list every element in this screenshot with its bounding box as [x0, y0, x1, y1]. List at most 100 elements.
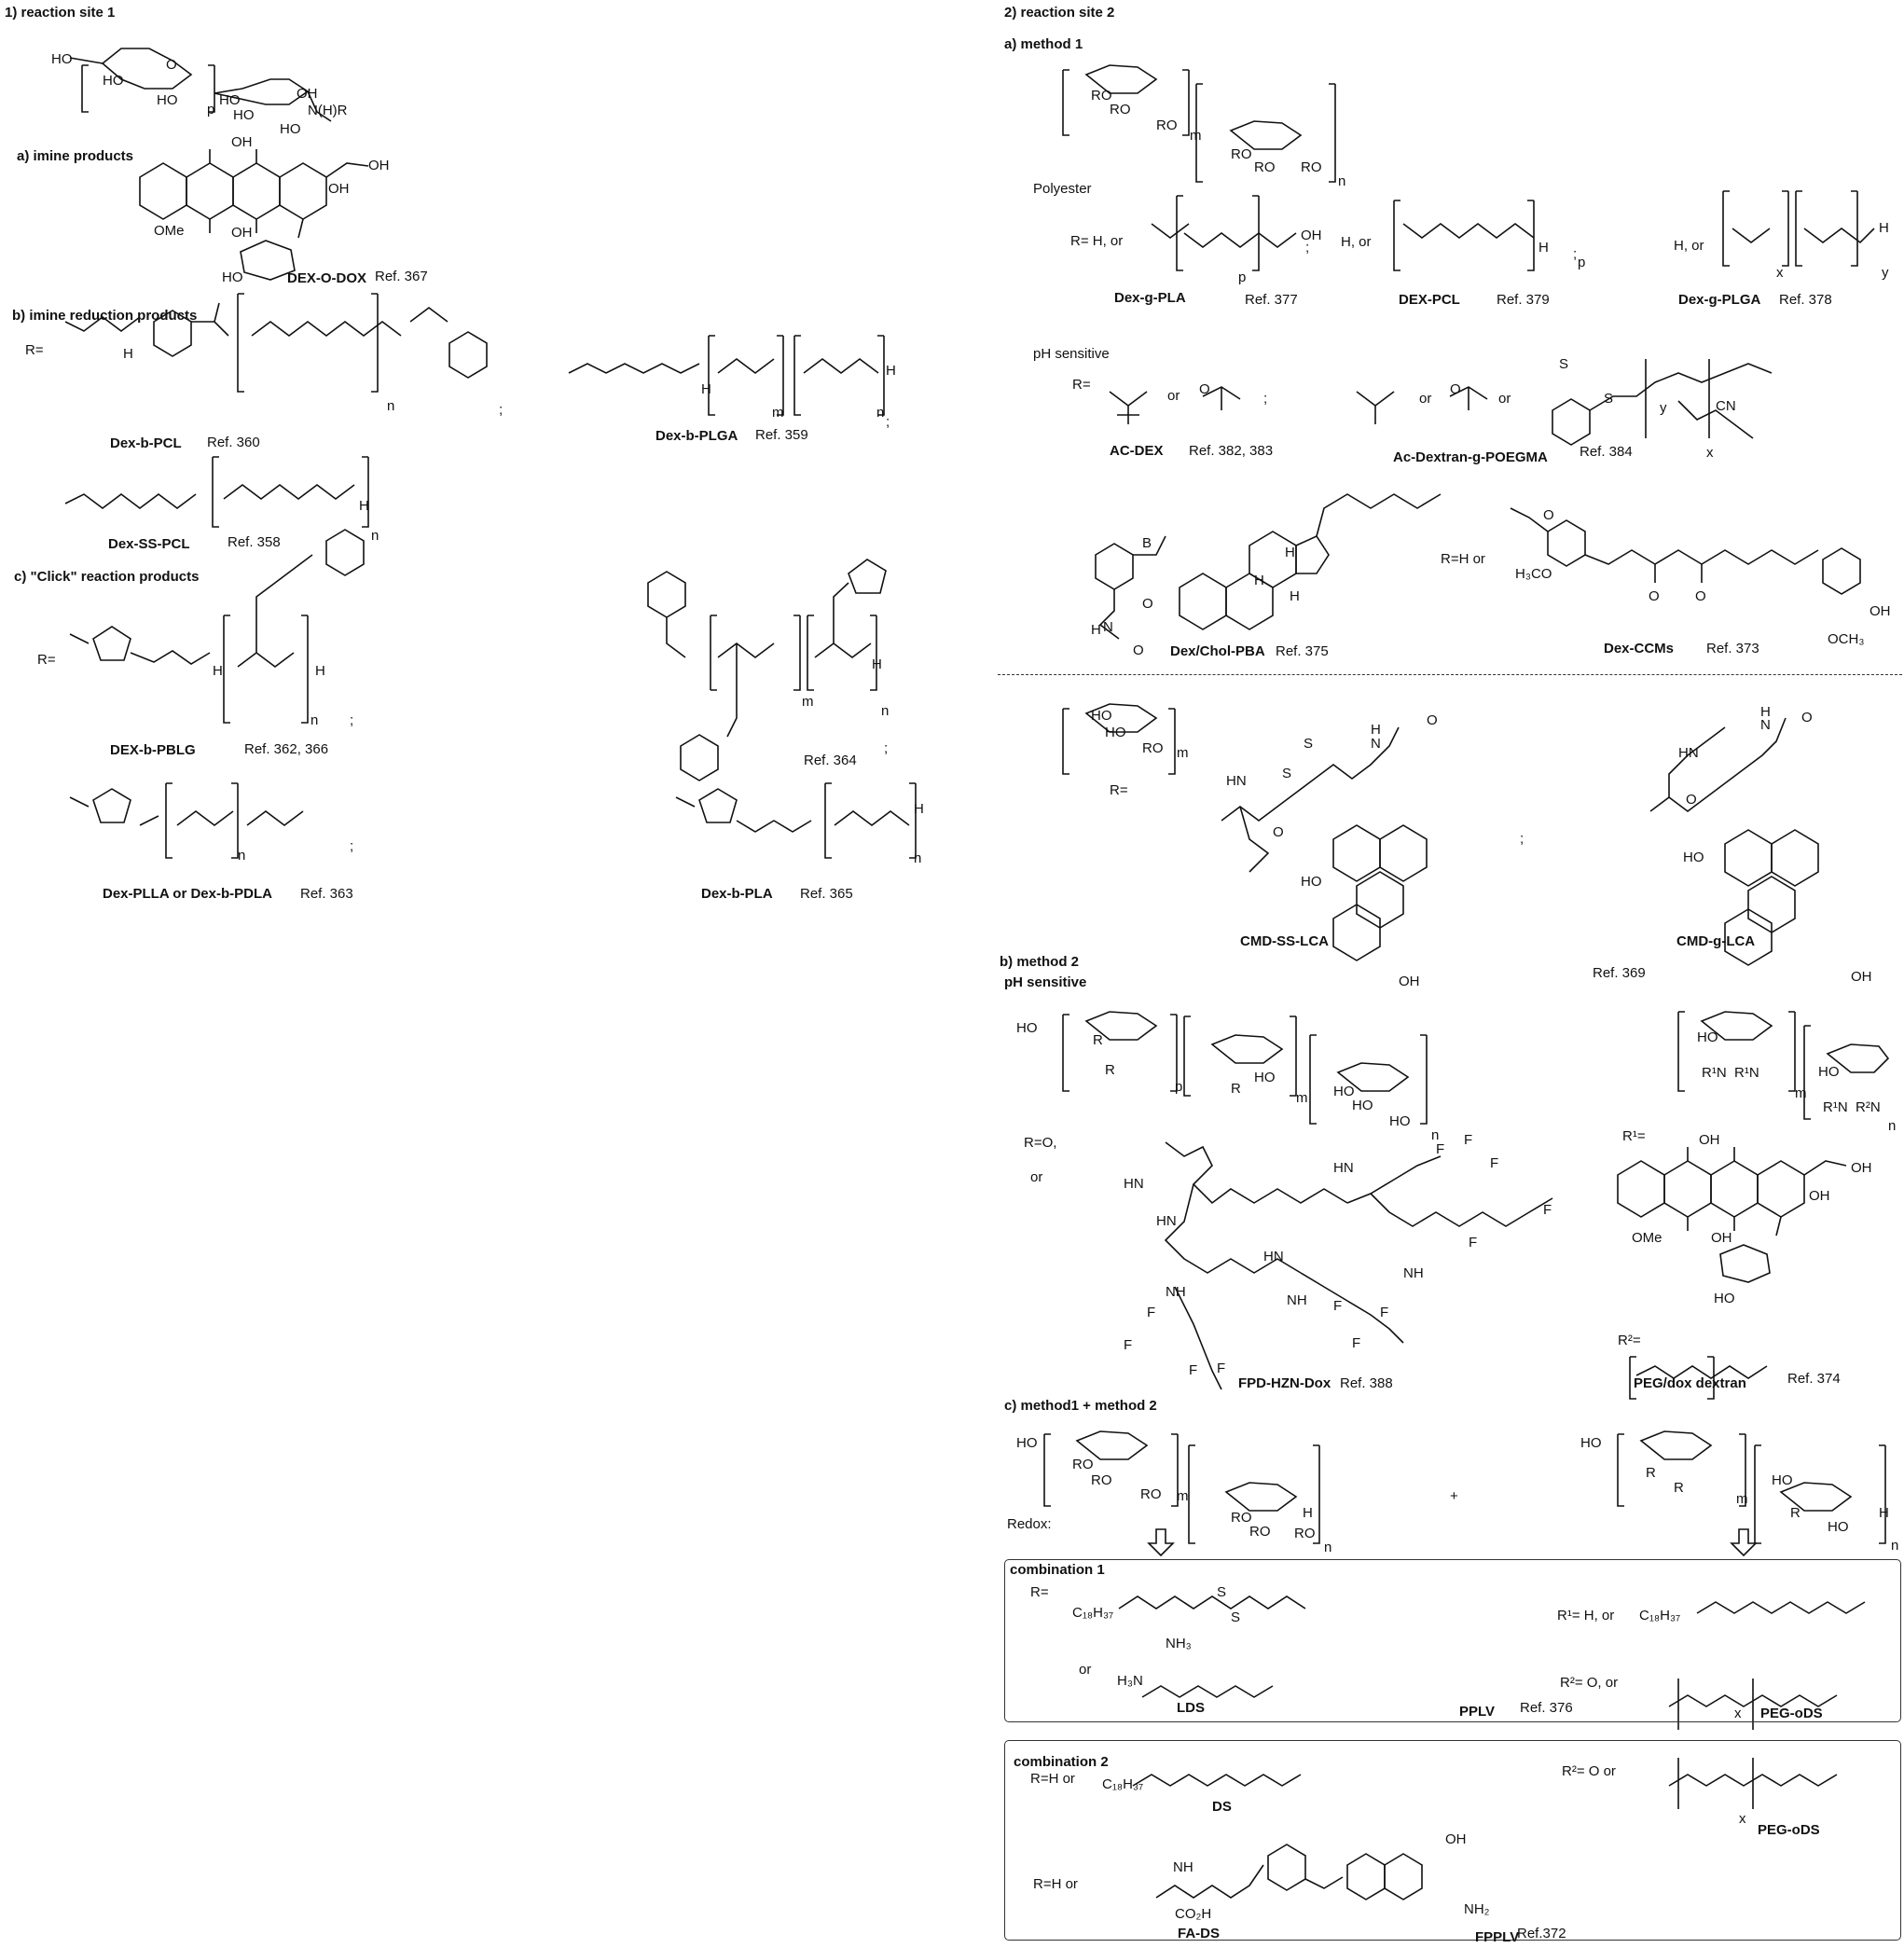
atom-label: m: [802, 694, 814, 710]
atom-label: H: [359, 498, 369, 514]
compound-ref: Ref. 388: [1340, 1375, 1393, 1391]
compound-name: DEX-PCL: [1399, 292, 1460, 308]
r-h-or-label: R=H or: [1033, 1876, 1078, 1892]
atom-label: OMe: [1632, 1230, 1663, 1246]
atom-label: RO: [1091, 1472, 1112, 1488]
compound-ref: Ref. 378: [1779, 292, 1832, 308]
atom-label: S: [1231, 1610, 1241, 1625]
atom-label: p: [1175, 1079, 1183, 1095]
atom-label: NH: [1287, 1292, 1307, 1308]
redox-label: Redox:: [1007, 1516, 1052, 1532]
atom-label: HO: [1016, 1020, 1038, 1036]
atom-label: n: [881, 703, 890, 719]
atom-label: O: [1199, 381, 1210, 397]
compound-ref: Ref. 377: [1245, 292, 1298, 308]
combination2-box: [1004, 1740, 1901, 1941]
atom-label: S: [1217, 1584, 1227, 1600]
plus-sign: +: [1450, 1488, 1458, 1504]
atom-label: m: [1177, 745, 1189, 761]
atom-label: x: [1734, 1706, 1742, 1721]
ref-364-structure: [647, 559, 887, 781]
separator: ;: [499, 402, 504, 418]
atom-label: HO: [1333, 1084, 1355, 1099]
separator: ;: [350, 712, 354, 728]
compound-name: DEX-O-DOX: [287, 270, 367, 286]
atom-label: n: [238, 848, 246, 863]
atom-label: OH: [1711, 1230, 1732, 1246]
dex-o-dox-structure: [139, 149, 369, 281]
peg-ods-label: PEG-oDS: [1760, 1706, 1823, 1721]
compound-name: FPD-HZN-Dox: [1238, 1375, 1331, 1391]
r-h-or-label: R= H, or: [1070, 233, 1124, 249]
atom-label: OH: [1809, 1188, 1830, 1204]
atom-label: HO: [1697, 1029, 1718, 1045]
polyester-label: Polyester: [1033, 181, 1092, 197]
or-label: or: [1167, 388, 1180, 404]
atom-label: RO: [1294, 1526, 1316, 1541]
atom-label: H: [1371, 722, 1381, 738]
atom-label: H: [886, 363, 896, 379]
atom-label: O: [1686, 792, 1697, 808]
atom-label: H: [1290, 588, 1300, 604]
atom-label: OMe: [154, 223, 185, 239]
atom-label: NH₃: [1166, 1636, 1192, 1651]
site2-heading: 2) reaction site 2: [1004, 5, 1115, 21]
r1-label: R¹=: [1622, 1128, 1646, 1144]
atom-label: n: [371, 528, 379, 544]
atom-label: C₁₈H₃₇: [1639, 1608, 1681, 1623]
atom-label: OH: [1851, 969, 1872, 985]
atom-label: HN: [1678, 745, 1699, 761]
atom-label: O: [166, 57, 177, 73]
method2-doxorubicin-structure: [1617, 1147, 1847, 1400]
atom-label: CO₂H: [1175, 1906, 1212, 1922]
compound-ref: Ref. 358: [228, 534, 281, 550]
compound-name: Ac-Dextran-g-POEGMA: [1393, 449, 1548, 465]
lds-label: LDS: [1177, 1700, 1205, 1716]
atom-label: HO: [222, 269, 243, 285]
compound-name: Dex-CCMs: [1604, 641, 1675, 656]
atom-label: RO: [1091, 88, 1112, 104]
atom-label: RO: [1142, 740, 1164, 756]
combination1-title: combination 1: [1010, 1562, 1105, 1578]
atom-label: n: [876, 405, 885, 421]
compound-name: CMD-g-LCA: [1676, 933, 1756, 949]
r-o-label: R=O,: [1024, 1135, 1057, 1151]
atom-label: N(H)R: [308, 103, 348, 118]
ph-sensitive-side-chains-structure: [1109, 359, 1773, 446]
atom-label: HO: [233, 107, 255, 123]
ph-sensitive-label: pH sensitive: [1033, 346, 1110, 362]
atom-label: m: [1190, 128, 1202, 144]
atom-label: O: [1450, 381, 1461, 397]
atom-label: O: [1273, 824, 1284, 840]
section-divider: [998, 674, 1902, 675]
atom-label: O: [1801, 710, 1813, 725]
atom-label: F: [1189, 1362, 1198, 1378]
atom-label: O: [1695, 588, 1706, 604]
compound-ref: Ref. 374: [1787, 1371, 1841, 1387]
method1-heading: a) method 1: [1004, 36, 1083, 52]
dex-ss-pcl-structure: [64, 456, 369, 528]
atom-label: R: [1105, 1062, 1115, 1078]
r-label: R=: [1110, 782, 1128, 798]
h-or-label: H, or: [1674, 238, 1704, 254]
atom-label: HO: [1091, 708, 1112, 724]
atom-label: C₁₈H₃₇: [1072, 1605, 1114, 1621]
method2-backbone-structure: [1062, 1011, 1890, 1125]
cmd-g-lca-structure: [1649, 717, 1819, 966]
separator: ;: [1573, 246, 1578, 262]
atom-label: HO: [1828, 1519, 1849, 1535]
compound-name: Dex-b-PLA: [701, 886, 773, 902]
compound-ref: Ref. 384: [1580, 444, 1633, 460]
atom-label: HO: [1301, 874, 1322, 890]
atom-label: RO: [1231, 1510, 1252, 1526]
atom-label: y: [1660, 400, 1667, 416]
atom-label: m: [1177, 1488, 1189, 1504]
atom-label: HN: [1226, 773, 1247, 789]
compound-ref: Ref. 359: [755, 427, 808, 443]
h-or-label: H, or: [1341, 234, 1372, 250]
atom-label: HO: [1352, 1098, 1373, 1113]
atom-label: p: [1238, 269, 1247, 285]
separator: ;: [1520, 831, 1525, 847]
atom-label: x: [1776, 265, 1784, 281]
atom-label: HO: [1389, 1113, 1411, 1129]
